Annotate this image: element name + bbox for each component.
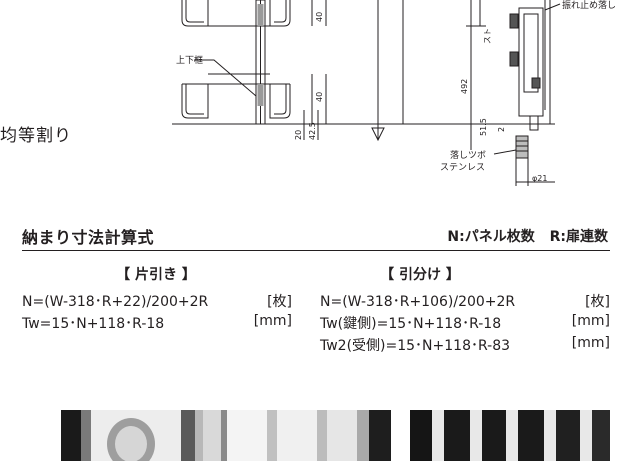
legend-r: R:扉連数 xyxy=(549,229,608,245)
right-formula-1: N=(W-318･R+106)/200+2R xyxy=(320,294,516,310)
right-col-heading: 【 引分け 】 xyxy=(380,267,460,283)
left-formula-2: Tw=15･N+118･R-18 xyxy=(22,316,165,332)
drop-bolt-icon xyxy=(515,135,555,186)
section-title: 納まり寸法計算式 xyxy=(22,228,155,247)
legend: N:パネル枚数 R:扉連数 xyxy=(437,226,608,246)
section-divider xyxy=(22,250,610,251)
dim-40-lower: 40 xyxy=(315,92,324,102)
dim-42-5: 42.5 xyxy=(308,122,317,140)
panel-bracket-upper-right xyxy=(269,0,291,27)
legend-n: N:パネル枚数 xyxy=(447,229,535,245)
rail-label: 上下框 xyxy=(176,54,203,66)
left-formula-1: N=(W-318･R+22)/200+2R xyxy=(22,294,209,310)
right-unit-1: [枚] xyxy=(585,294,610,310)
left-unit-1: [枚] xyxy=(267,294,292,310)
dim-492: 492 xyxy=(460,79,469,94)
door-side-section xyxy=(466,0,561,150)
dim-2: 2 xyxy=(497,127,506,132)
side-label: 均等割り xyxy=(0,126,72,146)
height-arrow-head xyxy=(371,127,385,142)
dropbolt-label-1: 落しツボ xyxy=(450,149,486,161)
panel-bracket-upper-left xyxy=(181,0,209,27)
left-col-heading: 【 片引き 】 xyxy=(116,267,196,283)
right-formula-3: Tw2(受側)=15･N+118･R-83 xyxy=(320,338,511,354)
center-pole xyxy=(255,0,266,125)
photo-gate-panels xyxy=(410,410,610,461)
technical-drawing: 上下框 振れ止め落し 落しツボ ステンレス φ21 スト 40 40 20 42… xyxy=(172,0,616,186)
anti-lift-label: 振れ止め落し xyxy=(562,0,616,11)
panel-bracket-lower-left xyxy=(181,83,209,119)
dim-20: 20 xyxy=(294,130,303,140)
right-unit-3: [mm] xyxy=(571,335,610,351)
phi-label: φ21 xyxy=(532,174,547,183)
stroke-label: スト xyxy=(483,28,492,44)
left-unit-2: [mm] xyxy=(253,313,292,329)
dim-40-upper: 40 xyxy=(315,12,324,22)
dim-51-5: 51.5 xyxy=(479,118,488,136)
right-unit-2: [mm] xyxy=(571,313,610,329)
right-formula-2: Tw(鍵側)=15･N+118･R-18 xyxy=(320,316,502,332)
photo-gate-lock xyxy=(61,410,391,461)
dropbolt-label-2: ステンレス xyxy=(440,162,485,173)
panel-bracket-lower-right xyxy=(269,83,291,119)
